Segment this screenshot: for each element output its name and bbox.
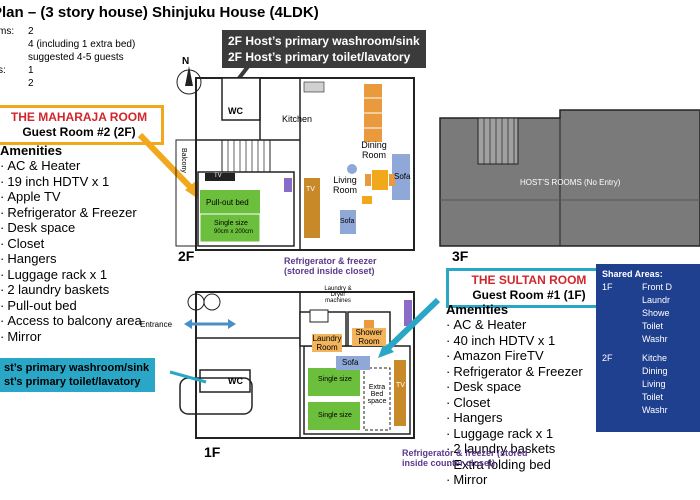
floor-3f-label: 3F	[452, 248, 469, 264]
amenity-item: Desk space	[446, 379, 606, 395]
sultan-arrow-head	[378, 342, 394, 358]
plan-3f	[439, 109, 700, 247]
sultan-room-label: THE SULTAN ROOM Guest Room #1 (1F)	[446, 268, 612, 308]
tv-1f-label: TV	[396, 382, 405, 389]
amenity-item: 2 laundry baskets	[0, 282, 180, 298]
amenity-item: Luggage rack x 1	[446, 426, 606, 442]
stairs-2f	[221, 139, 271, 173]
amenity-item: Amazon FireTV	[446, 348, 606, 364]
amenity-item: Mirror	[0, 329, 180, 345]
shower-room-label: Shower Room	[352, 328, 386, 346]
floor-1f-label: 1F	[204, 444, 221, 460]
shared-row: Toilet	[642, 321, 664, 331]
wc-1f-label: WC	[228, 376, 243, 386]
amenity-item: Refrigerator & Freezer	[0, 205, 180, 221]
compass-icon	[176, 66, 202, 95]
entrance-label: Entrance	[140, 320, 173, 329]
amenities-list: AC & Heater 19 inch HDTV x 1 Apple TV Re…	[0, 158, 180, 344]
fridge-2f-label: Refrigerator & freezer (stored inside cl…	[284, 256, 377, 276]
single-bed-dim-label: 90cm x 200cm	[214, 229, 254, 235]
amenity-item: Desk space	[0, 220, 180, 236]
page-title: Plan – (3 story house) Shinjuku House (4…	[0, 4, 319, 21]
plan-1f	[179, 291, 415, 439]
pullout-bed-label: Pull-out bed	[206, 198, 249, 207]
plan-2f	[175, 77, 415, 251]
amenity-item: Apple TV	[0, 189, 180, 205]
amenity-item: Mirror	[446, 472, 606, 488]
maharaja-arrow	[137, 132, 198, 195]
wc-2f-label: WC	[228, 106, 243, 116]
maharaja-amenities: Amenities AC & Heater 19 inch HDTV x 1 A…	[0, 143, 180, 344]
amenities-list: AC & Heater 40 inch HDTV x 1 Amazon Fire…	[446, 317, 606, 488]
info-row: s:1	[0, 65, 34, 76]
dining-label: Dining Room	[361, 140, 387, 160]
tv-2f-label: TV	[306, 186, 315, 193]
host-2f-callout: 2F Host’s primary washroom/sink 2F Host’…	[222, 30, 426, 68]
amenity-item: Hangers	[0, 251, 180, 267]
single-1f-label-1: Single size	[318, 376, 352, 383]
shared-row: Washr	[642, 334, 668, 344]
info-row: 2	[28, 78, 34, 89]
amenity-item: 40 inch HDTV x 1	[446, 333, 606, 349]
fridge-1f-label: Refrigerator & freezer (stored inside co…	[402, 448, 528, 468]
shared-row: Living	[642, 379, 666, 389]
shared-row: Toilet	[642, 392, 664, 402]
sofa-2f-label: Sofa	[394, 172, 411, 181]
laundry-machines-label: Laundry & Dryer machines	[324, 286, 352, 304]
amenities-heading: Amenities	[0, 143, 63, 158]
single-1f-label-2: Single size	[318, 412, 352, 419]
extra-bed-label: Extra Bed space	[367, 384, 387, 405]
amenity-item: Closet	[0, 236, 180, 252]
info-block: ms:2 4 (including 1 extra bed) suggested…	[0, 25, 148, 90]
amenity-item: Luggage rack x 1	[0, 267, 180, 283]
shared-areas-title: Shared Areas:	[602, 269, 663, 279]
shared-row: Laundr	[642, 295, 671, 305]
compass-label: N	[182, 56, 190, 67]
amenity-item: 19 inch HDTV x 1	[0, 174, 180, 190]
amenity-item: Access to balcony area	[0, 313, 180, 329]
kitchen-label: Kitchen	[282, 114, 313, 124]
shared-row: Dining	[642, 366, 668, 376]
single-bed-label: Single size	[214, 220, 248, 227]
laundry-room-label: Laundry Room	[312, 334, 342, 352]
amenity-item: Extra folding bed	[446, 457, 606, 473]
host-1f-callout: st’s primary washroom/sink st’s primary …	[0, 358, 156, 392]
sofa-1f-label: Sofa	[342, 358, 359, 367]
tv-room2-label: TV	[214, 173, 222, 179]
sultan-amenities: Amenities AC & Heater 40 inch HDTV x 1 A…	[446, 302, 606, 488]
balcony-label: Balcony	[180, 148, 187, 173]
maharaja-room-label: THE MAHARAJA ROOM Guest Room #2 (2F)	[0, 105, 164, 145]
info-row: 4 (including 1 extra bed)	[28, 39, 136, 50]
hosts-rooms-label: HOST’S ROOMS (No Entry)	[520, 178, 621, 187]
info-row: ms:2	[0, 26, 34, 37]
host-1f-arrow	[169, 370, 207, 384]
amenity-item: Refrigerator & Freezer	[446, 364, 606, 380]
amenity-item: Hangers	[446, 410, 606, 426]
sofa-2f-small-label: Sofa	[340, 218, 355, 225]
info-row: suggested 4-5 guests	[28, 52, 124, 63]
shared-row: Washr	[642, 405, 668, 415]
amenity-item: Closet	[446, 395, 606, 411]
sultan-arrow	[383, 297, 441, 353]
amenity-item: Pull-out bed	[0, 298, 180, 314]
amenity-item: AC & Heater	[0, 158, 180, 174]
amenity-item: 2 laundry baskets	[446, 441, 606, 457]
living-label: Living Room	[332, 175, 357, 195]
floor-2f-label: 2F	[178, 248, 195, 264]
shared-row: Showe	[642, 308, 670, 318]
amenity-item: AC & Heater	[446, 317, 606, 333]
amenities-heading: Amenities	[446, 302, 509, 317]
